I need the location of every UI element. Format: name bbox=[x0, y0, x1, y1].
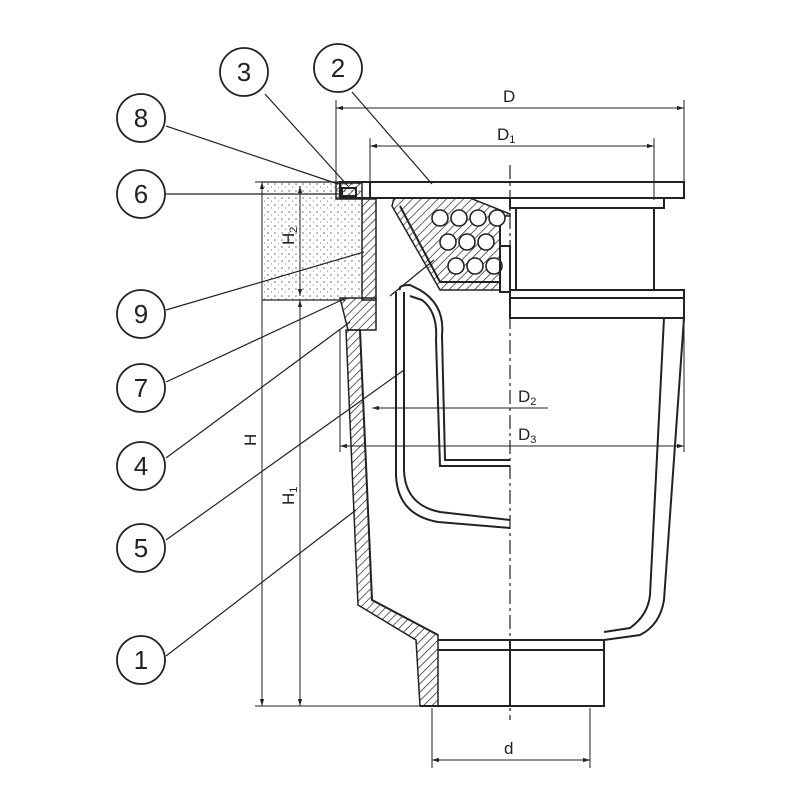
svg-text:2: 2 bbox=[331, 53, 345, 83]
dim-label-d: d bbox=[504, 739, 513, 758]
svg-text:1: 1 bbox=[134, 645, 148, 675]
svg-text:6: 6 bbox=[134, 179, 148, 209]
callout-leaders bbox=[165, 91, 435, 657]
callout-1: 1 bbox=[116, 635, 166, 685]
dim-label-D2: D2 bbox=[518, 387, 536, 408]
svg-text:3: 3 bbox=[237, 57, 251, 87]
dim-label-D1: D1 bbox=[497, 125, 515, 146]
svg-text:9: 9 bbox=[134, 299, 148, 329]
dim-label-D: D bbox=[503, 87, 515, 106]
callout-5: 5 bbox=[116, 523, 166, 573]
svg-text:4: 4 bbox=[134, 451, 148, 481]
callout-8: 8 bbox=[116, 93, 166, 143]
svg-text:8: 8 bbox=[134, 103, 148, 133]
svg-text:7: 7 bbox=[134, 373, 148, 403]
concrete-slab bbox=[262, 181, 362, 301]
svg-text:5: 5 bbox=[134, 533, 148, 563]
callout-6: 6 bbox=[116, 169, 166, 219]
callout-2: 2 bbox=[313, 43, 363, 93]
dim-label-H1: H1 bbox=[279, 487, 300, 505]
callout-7: 7 bbox=[116, 363, 166, 413]
drain-body bbox=[335, 181, 685, 707]
dimension-lines bbox=[255, 100, 685, 768]
callout-4: 4 bbox=[116, 441, 166, 491]
dim-label-D3: D3 bbox=[518, 425, 536, 446]
callout-9: 9 bbox=[116, 289, 166, 339]
dim-label-H: H bbox=[241, 434, 260, 446]
dim-label-H2: H2 bbox=[279, 227, 300, 245]
callout-3: 3 bbox=[219, 47, 269, 97]
